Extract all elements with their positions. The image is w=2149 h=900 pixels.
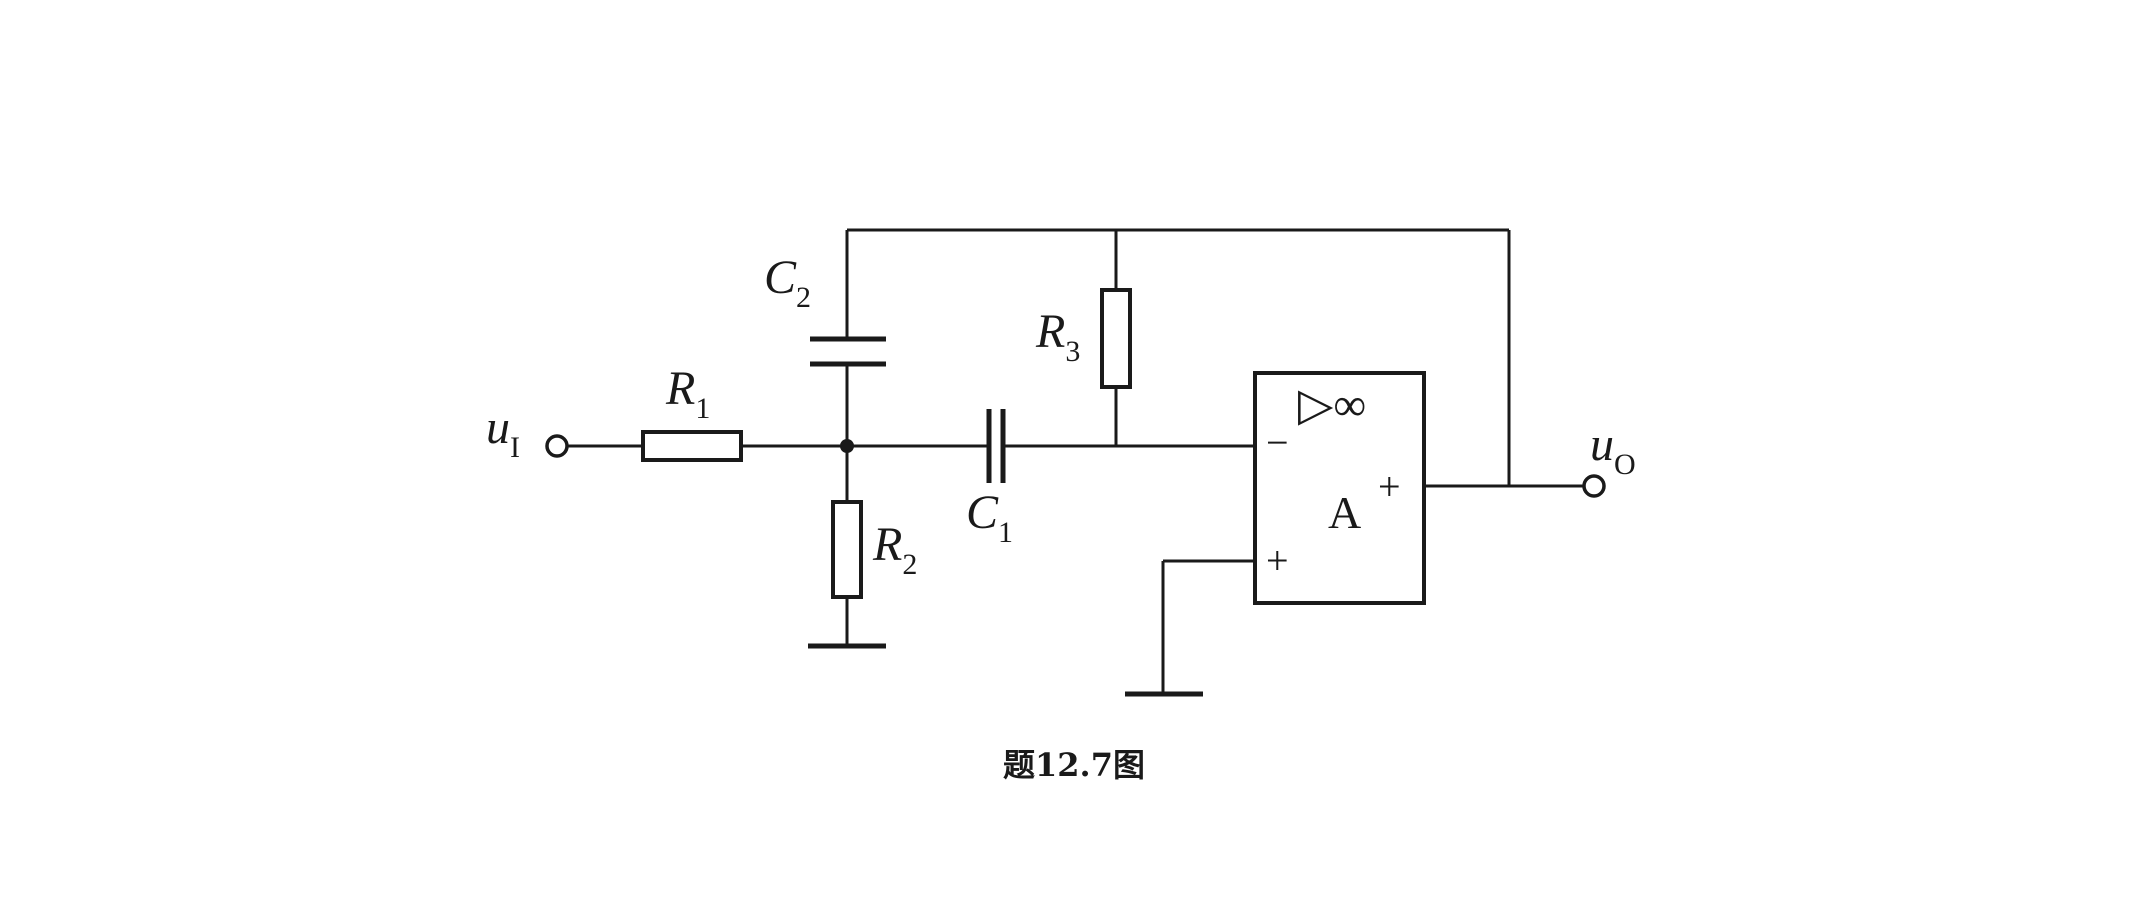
opamp-box (1253, 371, 1426, 605)
opamp-noninverting-sign: + (1266, 538, 1289, 583)
opamp-inverting-sign: − (1266, 420, 1289, 465)
r2-label: R2 (872, 518, 917, 581)
r3-label: R3 (1035, 305, 1080, 368)
c1-label: C1 (966, 486, 1013, 549)
input-terminal (545, 434, 569, 458)
output-label: uO (1590, 418, 1636, 481)
junction-node (840, 439, 854, 453)
resistor-r3 (1100, 288, 1132, 389)
r1-label: R1 (665, 362, 710, 425)
c2-label: C2 (764, 251, 811, 314)
resistor-r2 (831, 500, 863, 599)
opamp-output-sign: + (1378, 464, 1401, 509)
input-label: uI (486, 401, 520, 464)
figure-caption: 题12.7图 (1003, 746, 1145, 784)
resistor-r1 (641, 430, 743, 462)
opamp-triangle-infinity-symbol: ▷∞ (1298, 379, 1366, 430)
opamp-name-label: A (1328, 487, 1361, 538)
output-terminal (1582, 474, 1606, 498)
